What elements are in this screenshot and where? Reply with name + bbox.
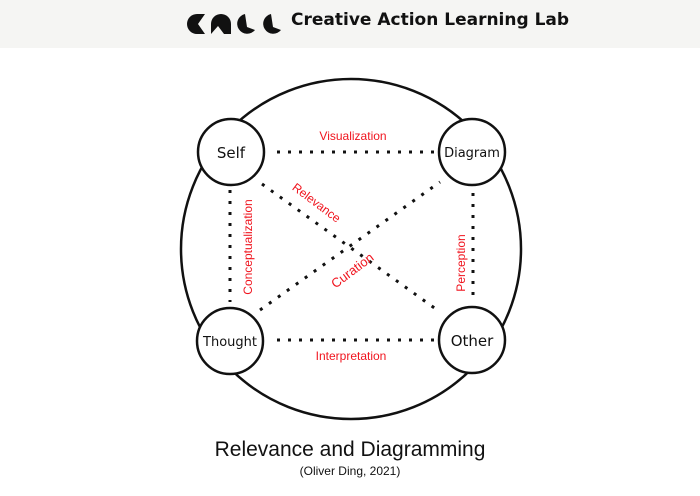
node-thought bbox=[195, 306, 265, 376]
node-self-label: Self bbox=[217, 144, 246, 162]
call-logo bbox=[187, 14, 281, 34]
node-self bbox=[196, 117, 266, 187]
node-other bbox=[437, 305, 507, 375]
relation-perception: Perception bbox=[454, 234, 468, 291]
header-bar: Creative Action Learning Lab bbox=[0, 0, 700, 48]
line-self-other bbox=[261, 182, 441, 314]
relation-conceptualization: Conceptualization bbox=[241, 199, 255, 294]
line-thought-diagram bbox=[259, 180, 441, 312]
relation-relevance: Relevance bbox=[290, 180, 344, 226]
caption-title: Relevance and Diagramming bbox=[214, 438, 486, 461]
relation-interpretation: Interpretation bbox=[316, 349, 387, 363]
relation-visualization: Visualization bbox=[319, 129, 386, 143]
outer-circle bbox=[179, 77, 523, 421]
node-diagram-label: Diagram bbox=[444, 146, 500, 161]
caption-subtitle: (Oliver Ding, 2021) bbox=[299, 464, 401, 478]
node-other-label: Other bbox=[451, 332, 494, 350]
relation-curation: Curation bbox=[328, 250, 376, 292]
brand-name: Creative Action Learning Lab bbox=[291, 10, 570, 30]
node-diagram bbox=[437, 117, 507, 187]
node-thought-label: Thought bbox=[202, 335, 257, 350]
